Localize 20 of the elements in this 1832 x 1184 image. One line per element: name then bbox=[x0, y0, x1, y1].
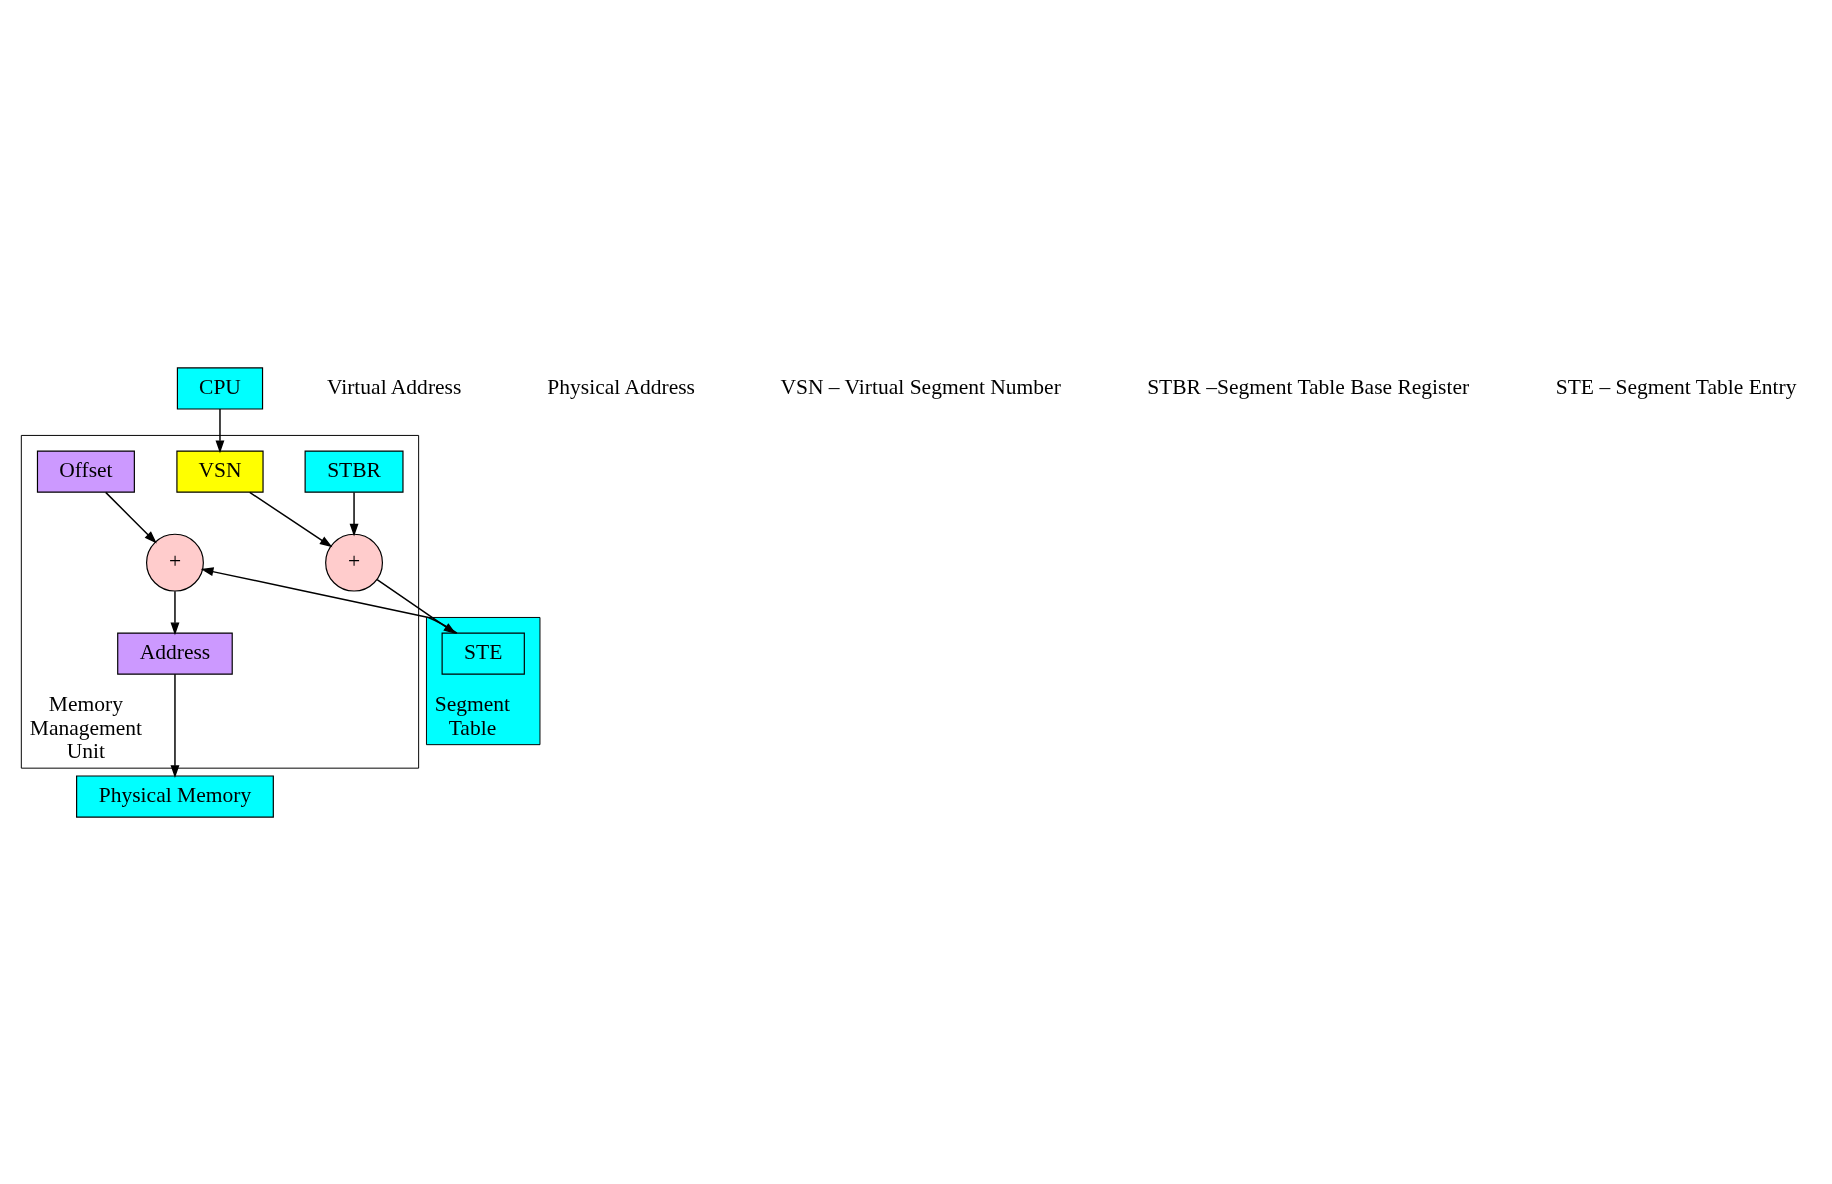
label: VSN – Virtual Segment Number bbox=[780, 374, 1061, 399]
node-box: CPU bbox=[176, 366, 264, 410]
arrow bbox=[249, 491, 333, 547]
node-box: STE bbox=[441, 632, 525, 675]
arrow bbox=[349, 491, 359, 536]
label: Virtual Address bbox=[326, 374, 462, 399]
node-box: STBR bbox=[304, 450, 404, 493]
node-circle: + bbox=[146, 533, 204, 592]
label: STE – Segment Table Entry bbox=[1555, 374, 1797, 399]
arrow bbox=[170, 590, 180, 635]
node-circle: + bbox=[325, 533, 383, 592]
node-box: VSN bbox=[176, 450, 264, 493]
arrow bbox=[170, 673, 180, 778]
label: STBR –Segment Table Base Register bbox=[1147, 374, 1470, 399]
node-box: Offset bbox=[36, 450, 135, 493]
label: Physical Address bbox=[547, 374, 696, 399]
arrow bbox=[215, 407, 225, 453]
arrow bbox=[104, 491, 157, 544]
node-box: Address bbox=[117, 632, 233, 675]
node-box: Physical Memory bbox=[76, 774, 274, 818]
